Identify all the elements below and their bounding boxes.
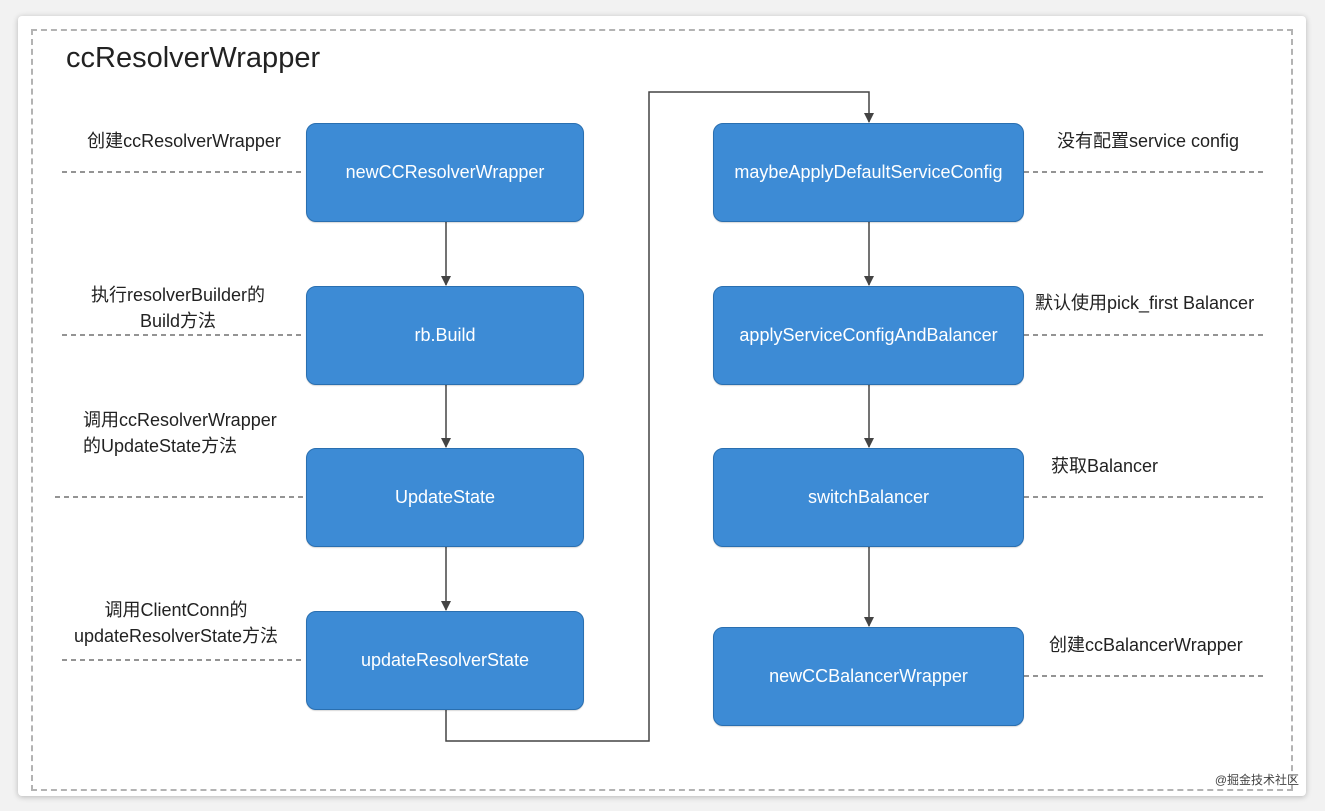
note-right-3-line-1: 获取Balancer	[1051, 456, 1159, 476]
note-right-2-line-1: 默认使用pick_first Balancer	[1035, 293, 1255, 313]
note-left-1: 创建ccResolverWrapper	[62, 128, 306, 154]
dashed-frame	[31, 29, 1293, 791]
note-right-1: 没有配置service config	[1057, 128, 1239, 154]
note-left-2: 执行resolverBuilder的 Build方法	[56, 282, 300, 334]
diagram-card	[18, 16, 1306, 796]
note-right-4: 创建ccBalancerWrapper	[1049, 632, 1243, 658]
box-maybeApplyDefaultServiceConfig: maybeApplyDefaultServiceConfig	[713, 123, 1024, 222]
note-left-2-line-1: 执行resolverBuilder的	[90, 285, 266, 305]
box-switchBalancer: switchBalancer	[713, 448, 1024, 547]
note-right-4-line-1: 创建ccBalancerWrapper	[1049, 635, 1243, 655]
box-newCCBalancerWrapper: newCCBalancerWrapper	[713, 627, 1024, 726]
box-updateResolverState: updateResolverState	[306, 611, 584, 710]
note-right-1-line-1: 没有配置service config	[1057, 131, 1240, 151]
note-left-3-line-1: 调用ccResolverWrapper	[83, 410, 277, 430]
note-left-4-line-2: updateResolverState方法	[73, 626, 279, 646]
arrow-connector	[445, 91, 874, 742]
note-right-3: 获取Balancer	[1051, 453, 1158, 479]
watermark: @掘金技术社区	[1214, 773, 1299, 787]
note-left-3-line-2: 的UpdateState方法	[83, 436, 238, 456]
note-left-1-line-1: 创建ccResolverWrapper	[87, 131, 281, 151]
note-left-3: 调用ccResolverWrapper 的UpdateState方法	[83, 407, 277, 459]
note-right-2: 默认使用pick_first Balancer	[1035, 290, 1254, 316]
note-left-2-line-2: Build方法	[139, 311, 217, 331]
note-left-4: 调用ClientConn的 updateResolverState方法	[54, 597, 298, 649]
box-updatestate: UpdateState	[306, 448, 584, 547]
note-left-4-line-1: 调用ClientConn的	[104, 600, 248, 620]
box-newCCResolverWrapper: newCCResolverWrapper	[306, 123, 584, 222]
diagram-title: ccResolverWrapper	[66, 42, 321, 74]
box-rb-build: rb.Build	[306, 286, 584, 385]
box-applyServiceConfigAndBalancer: applyServiceConfigAndBalancer	[713, 286, 1024, 385]
